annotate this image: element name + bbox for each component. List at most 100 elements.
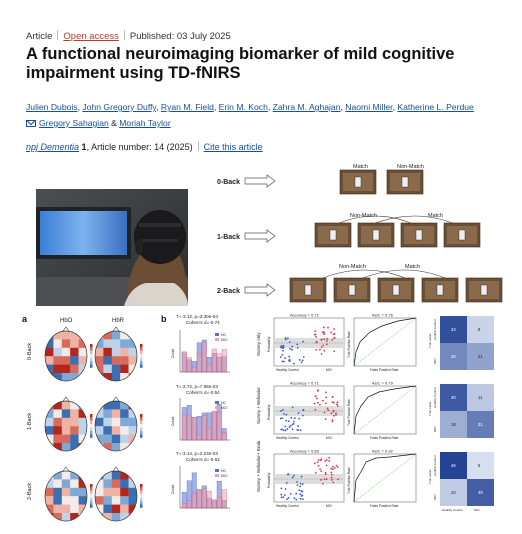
y-tick-label: MCI [433,426,437,432]
arrow-icon [244,283,276,297]
participant-photo [36,189,188,306]
hc-point [282,349,285,352]
mci-point [315,340,318,343]
hc-point [296,484,299,487]
hc-point [302,408,305,411]
hc-point [282,346,285,349]
author-link[interactable]: Julien Dubois [26,102,78,112]
author-link[interactable]: Ryan M. Field [160,102,214,112]
task-level-label: 2-Back [217,288,240,295]
mci-point [323,478,326,480]
mci-point [331,395,334,398]
mci-bar [221,432,227,441]
stimulus-card [421,277,459,303]
stat-text: Cohen's d=-0.74 [186,320,220,325]
transition-arrow [362,269,446,279]
mci-bar [216,412,222,441]
mci-point [325,464,328,467]
mci-point [322,482,324,485]
mci-point [335,464,338,467]
hc-point [299,493,302,496]
cite-link[interactable]: Cite this article [203,142,263,152]
hc-point [299,497,302,500]
stimulus-card [357,222,395,248]
volume-number: 1 [81,142,87,152]
author-link[interactable]: Katherine L. Perdue [397,102,474,112]
arrow-icon [244,174,276,188]
author-link[interactable]: Moriah Taylor [119,118,171,128]
mci-point [324,418,327,421]
column-header-hbo: HbO [60,318,73,324]
stimulus-card [443,222,481,248]
author-link[interactable]: Gregory Sahagian [39,118,109,128]
topo-head-map [94,326,143,382]
mci-point [325,343,328,346]
author-link[interactable]: John Gregory Duffy [82,102,157,112]
matrix-cell [467,316,494,343]
matrix-value: 11 [478,395,483,400]
mci-bar [211,499,217,509]
mci-point [317,459,320,461]
hc-point [287,473,290,476]
mci-bar [221,349,227,373]
mci-point [333,333,336,335]
stimulus-card [314,222,352,248]
nonmatch-label: Non-Match [397,164,424,170]
y-axis-label: True Positive Rate [347,399,351,426]
x-tick-label: MCI [326,368,332,372]
mci-point [332,481,335,484]
hc-point [287,420,290,423]
mci-point [330,478,333,481]
mci-bar [181,351,187,373]
mci-point [327,326,329,329]
author-link[interactable]: Naomi Miller [345,102,393,112]
matrix-value: 10 [451,490,456,495]
hc-point [284,357,287,360]
mci-point [333,336,336,339]
stat-text: T=-3.12, p=3.30e-04 [176,314,218,319]
mci-bar [206,363,212,373]
matrix-cell [440,384,467,411]
hc-point [295,498,298,501]
author-link[interactable]: Zahra M. Aghajan [272,102,341,112]
open-access-link[interactable]: Open access [63,31,119,42]
y-axis-label: True Positive Rate [347,467,351,494]
panel-a-brain-maps: a HbO HbR 0-Back 1-Back 2-Back [22,314,143,522]
article-number: , Article number: 14 (2025) [86,142,193,152]
hc-point [291,345,294,348]
stimulus-card [333,277,371,303]
mci-point [325,478,328,481]
stimulus-card [400,222,438,248]
author-link[interactable]: Erin M. Koch [218,102,268,112]
hc-point [285,413,288,416]
hc-point [281,353,284,356]
mci-point [328,460,331,462]
y-axis-label: Count [171,485,175,494]
hc-point [279,417,282,420]
hc-point [286,498,288,501]
journal-link[interactable]: npj Dementia [26,142,80,152]
stimulus-card [339,169,377,195]
mci-point [313,462,316,465]
x-tick-label: MCI [474,508,480,512]
hc-point [293,474,295,477]
mci-bar [221,489,227,509]
mci-bar [211,411,217,441]
mci-point [314,395,317,398]
mci-bar [191,417,197,441]
mci-point [316,461,319,464]
hc-point [291,406,294,409]
mci-point [337,478,339,481]
mail-icon[interactable] [26,120,36,127]
stimulus-card [289,277,327,303]
hc-point [280,428,283,431]
topo-head-map [94,396,143,452]
x-tick-label: Healthy Control [276,504,299,508]
citation-line: npj Dementia 1, Article number: 14 (2025… [26,141,263,152]
